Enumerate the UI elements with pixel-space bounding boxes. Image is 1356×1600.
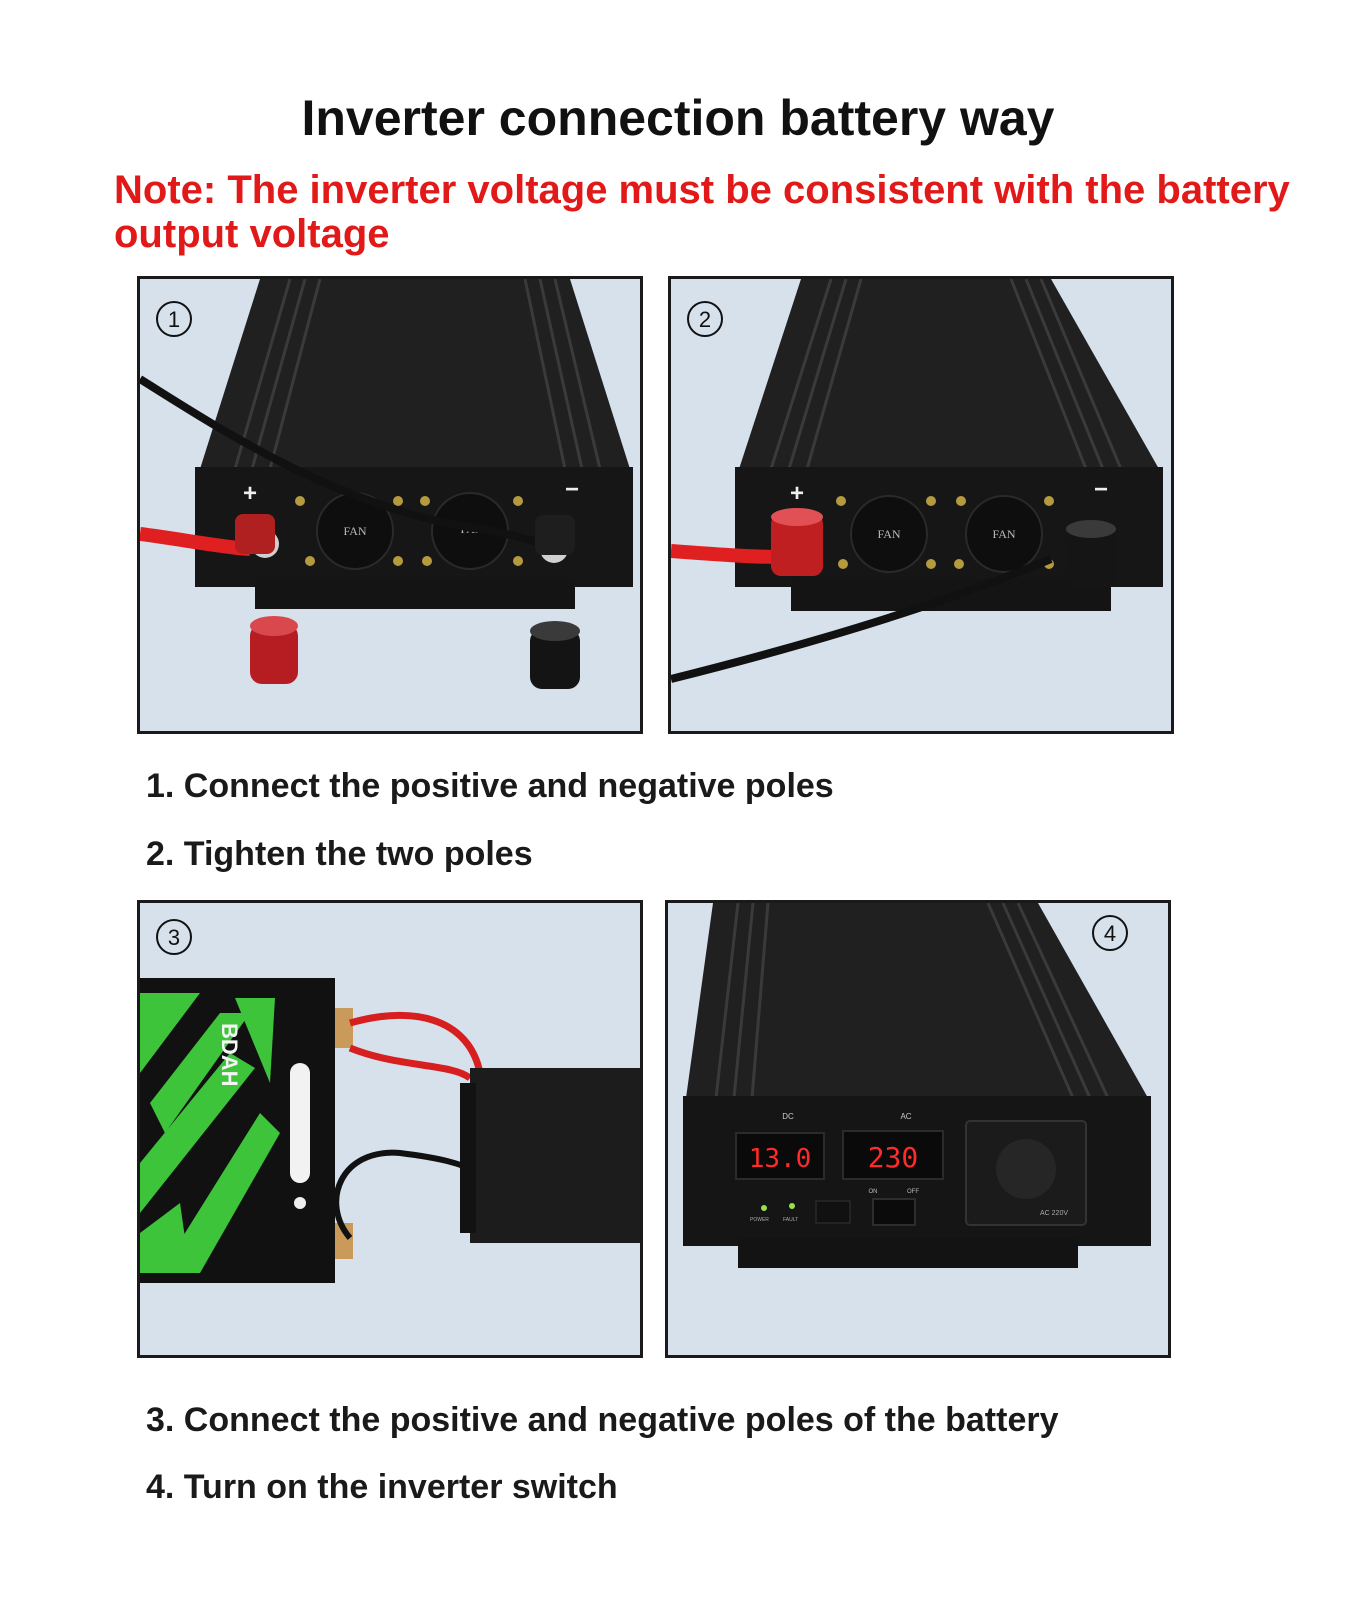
dc-voltage-display: 13.0 [749, 1144, 812, 1174]
inverter-terminals-photo-1: FAN FAN + − 1 [140, 279, 640, 731]
inverter-terminals-photo-2: FAN FAN + − 2 [671, 279, 1171, 731]
fan-label-left: FAN [343, 524, 366, 538]
switch-off-label: OFF [907, 1189, 919, 1195]
panel-step-1: FAN FAN + − 1 [137, 276, 643, 734]
step-badge-1-number: 1 [168, 307, 180, 332]
socket-label: AC 220V [1040, 1210, 1068, 1217]
step-badge-3-number: 3 [168, 925, 180, 950]
panel-step-4: DC AC 13.0 230 AC 220V ON OFF POWER FAUL… [665, 900, 1171, 1358]
step-1-text: 1. Connect the positive and negative pol… [146, 767, 834, 805]
step-badge-2-number: 2 [699, 307, 711, 332]
fan-label-right: FAN [992, 527, 1015, 541]
step-badge-3-icon [156, 919, 192, 955]
ac-voltage-display: 230 [868, 1141, 919, 1174]
step-badge-4-icon [1092, 915, 1128, 951]
step-badge-2-icon [687, 301, 723, 337]
minus-sign: − [1094, 476, 1108, 503]
minus-sign: − [565, 476, 579, 503]
step-4-text: 4. Turn on the inverter switch [146, 1468, 618, 1506]
step-2-text: 2. Tighten the two poles [146, 835, 533, 873]
battery-connection-photo: BDAH 3 [140, 903, 640, 1355]
step-badge-1-icon [156, 301, 192, 337]
step-3-text: 3. Connect the positive and negative pol… [146, 1401, 1059, 1439]
voltage-note: Note: The inverter voltage must be consi… [114, 168, 1290, 256]
page-title: Inverter connection battery way [301, 90, 1055, 146]
switch-on-label: ON [869, 1189, 878, 1195]
panel-step-3: BDAH 3 [137, 900, 643, 1358]
battery-brand-label: BDAH [217, 1023, 242, 1087]
ac-label: AC [900, 1112, 911, 1121]
plus-sign: + [243, 480, 257, 507]
inverter-front-panel-photo: DC AC 13.0 230 AC 220V ON OFF POWER FAUL… [668, 903, 1168, 1355]
dc-label: DC [782, 1112, 794, 1121]
step-badge-4-number: 4 [1104, 921, 1116, 946]
plus-sign: + [790, 480, 804, 507]
power-led-label: POWER [750, 1217, 769, 1223]
panel-step-2: FAN FAN + − 2 [668, 276, 1174, 734]
inverter-power-switch[interactable] [872, 1198, 916, 1226]
fault-led-label: FAULT [783, 1217, 798, 1223]
fan-label-left: FAN [877, 527, 900, 541]
